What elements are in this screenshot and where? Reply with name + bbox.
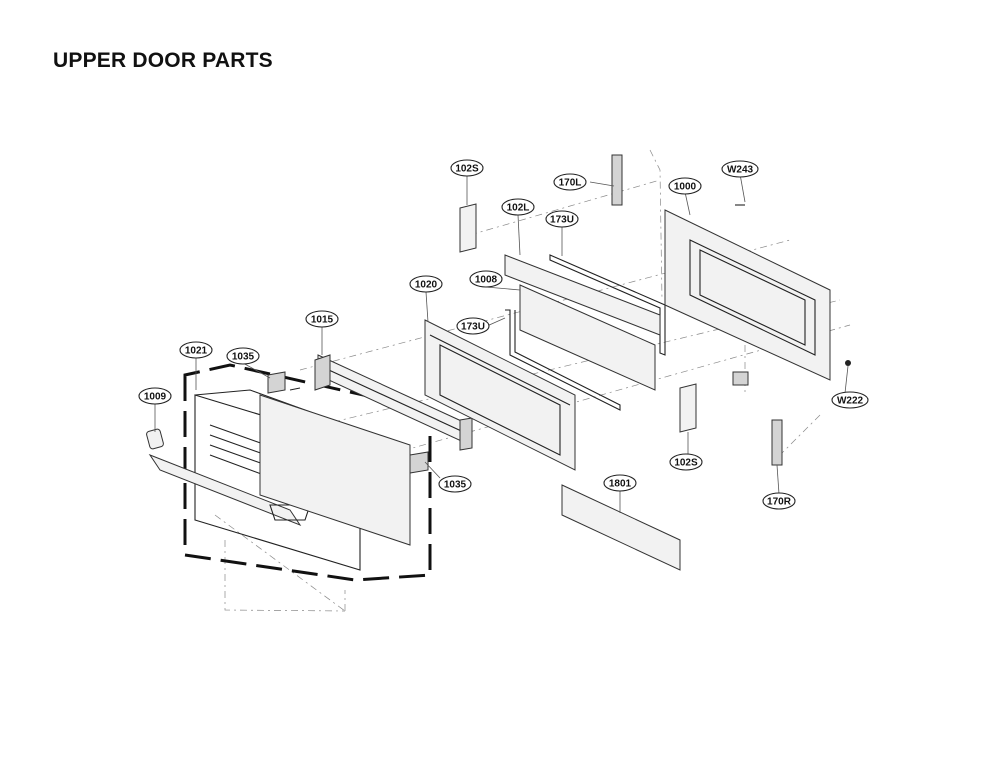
callout-label: W243: [727, 165, 754, 176]
callout-1020: 1020: [409, 275, 443, 293]
callout-1009: 1009: [138, 387, 172, 405]
callout-173u-top: 173U: [545, 210, 579, 228]
callout-label: 173U: [550, 215, 574, 226]
callout-label: 1009: [144, 392, 167, 403]
part-1801-label-plate: [561, 484, 681, 571]
callout-label: 102S: [455, 164, 479, 175]
small-bracket: [732, 371, 749, 386]
callout-label: 1035: [232, 352, 255, 363]
part-1015-rail: [314, 354, 473, 451]
callout-1801: 1801: [603, 474, 637, 492]
callout-170r: 170R: [762, 492, 796, 510]
callout-w243: W243: [721, 160, 759, 178]
callout-label: 1020: [415, 280, 438, 291]
callout-1000: 1000: [668, 177, 702, 195]
callout-1015: 1015: [305, 310, 339, 328]
callout-w222: W222: [831, 391, 869, 409]
callout-label: W222: [837, 396, 864, 407]
callout-1008: 1008: [469, 270, 503, 288]
part-170l-hinge: [611, 154, 623, 206]
callout-label: 1015: [311, 315, 334, 326]
callout-label: 1801: [609, 479, 632, 490]
callout-label: 102S: [674, 458, 698, 469]
leader-lines: [154, 173, 849, 513]
callout-label: 1008: [475, 275, 498, 286]
callout-1021: 1021: [179, 341, 213, 359]
part-1000-door-liner: [664, 209, 831, 381]
part-1008-glass: [519, 284, 656, 391]
page-title: UPPER DOOR PARTS: [53, 49, 273, 72]
callout-label: 1000: [674, 182, 697, 193]
front-glass-panel: [259, 394, 411, 546]
callout-102s-top: 102S: [450, 159, 484, 177]
part-173u-lower: [505, 309, 621, 411]
part-102s-spacer-top: [459, 203, 477, 253]
part-w222-screw: [845, 360, 851, 366]
callout-102l: 102L: [501, 198, 535, 216]
callout-1035-top: 1035: [226, 347, 260, 365]
callout-label: 170R: [767, 497, 792, 508]
callout-label: 102L: [507, 203, 530, 214]
callout-1035-bottom: 1035: [438, 475, 472, 493]
callout-102s-bottom: 102S: [669, 453, 703, 471]
callout-label: 173U: [461, 322, 485, 333]
part-1035-brackets: [267, 371, 429, 474]
part-170r-hinge: [771, 419, 783, 466]
callout-label: 170L: [559, 178, 582, 189]
part-102l-trim: [504, 254, 661, 336]
callout-label: 1021: [185, 346, 208, 357]
callout-170l: 170L: [553, 173, 587, 191]
part-102s-spacer-bottom: [679, 383, 697, 433]
callout-label: 1035: [444, 480, 467, 491]
callout-173u-mid: 173U: [456, 317, 490, 335]
part-1020-inner-frame: [424, 319, 576, 471]
